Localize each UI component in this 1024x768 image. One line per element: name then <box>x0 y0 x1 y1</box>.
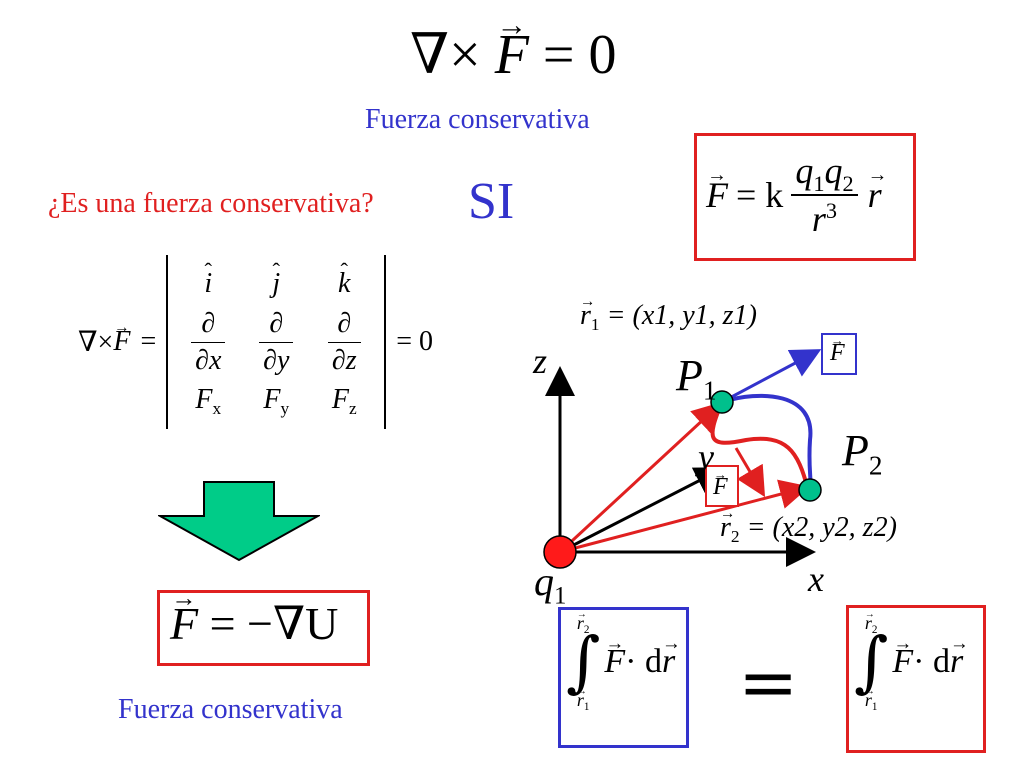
point-P1 <box>710 390 734 414</box>
integral-path-red: r2 ∫ r1 F· dr <box>854 610 963 713</box>
coulomb-law-box <box>694 133 916 261</box>
integral-path-blue-box <box>558 607 689 748</box>
bottom-caption: Fuerza conservativa <box>118 694 343 725</box>
curl-determinant: ∇× F = i j k ∂ ∂x ∂ ∂y ∂ ∂z Fx Fy Fz = 0 <box>78 255 433 429</box>
P2-label: P2 <box>842 426 883 481</box>
axis-x-label: x <box>808 559 824 599</box>
coulomb-numerator: q1q2 <box>795 151 854 196</box>
component-Fz: Fz <box>331 384 357 419</box>
integral-path-blue: r2 ∫ r1 F· dr <box>566 610 675 713</box>
down-arrow-icon <box>158 481 320 562</box>
q1-label: q1 <box>534 559 567 610</box>
coulomb-denominator: r3 <box>811 198 838 239</box>
r1-coords-text: = (x1, y1, z1) <box>606 300 757 331</box>
potential-force: F <box>170 586 198 650</box>
r1-vector <box>558 401 723 554</box>
integrand-blue: F· dr <box>604 635 675 681</box>
integrand-red: F· dr <box>892 635 963 681</box>
question-text: ¿Es una fuerza conservativa? <box>48 188 374 219</box>
partial-z-num: ∂ <box>337 307 352 339</box>
r2-vector <box>559 479 810 554</box>
det-curl-operator: ∇× <box>78 327 114 358</box>
axis-y-label: y <box>698 437 714 477</box>
charge-q1 <box>543 535 577 569</box>
partial-x-num: ∂ <box>201 307 216 339</box>
path-diagram <box>543 333 857 569</box>
curl-operator: ∇× <box>410 24 481 86</box>
potential-box <box>157 590 370 666</box>
y-axis <box>559 467 726 554</box>
coulomb-equals-k: = k <box>736 175 784 215</box>
potential-equation: F = −∇U <box>170 586 339 650</box>
partial-x-den: ∂x <box>195 344 222 376</box>
partial-z-den: ∂z <box>331 344 357 376</box>
point-P2 <box>798 478 822 502</box>
coulomb-force: F <box>706 166 728 216</box>
red-F-label: F <box>713 468 728 501</box>
red-path <box>710 401 810 491</box>
blue-force-arrow <box>721 349 822 404</box>
component-Fy: Fy <box>263 384 290 419</box>
coulomb-law: F = k q1q2 r3 r <box>706 150 882 240</box>
component-Fx: Fx <box>195 384 222 419</box>
answer-text: SI <box>468 173 515 230</box>
integrals-equal-sign: = <box>738 640 799 724</box>
red-force-arrow <box>734 447 766 498</box>
det-force-vector: F <box>113 320 130 358</box>
force-vector: F <box>495 10 529 87</box>
r2-coordinates: r2 = (x2, y2, z2) <box>720 506 897 546</box>
unit-i: i <box>204 260 212 300</box>
integral-sign-red: r2 ∫ r1 <box>854 610 888 713</box>
partial-y-num: ∂ <box>269 307 284 339</box>
unit-k: k <box>338 260 351 300</box>
curl-equals-zero: = 0 <box>542 24 617 86</box>
P1-label: P1 <box>676 351 717 406</box>
det-equals: = <box>140 326 157 357</box>
unit-j: j <box>272 260 280 300</box>
axis-z-label: z <box>533 341 548 381</box>
r1-coordinates: r1 = (x1, y1, z1) <box>580 294 757 334</box>
r2-coords-text: = (x2, y2, z2) <box>746 512 897 543</box>
det-equals-zero: = 0 <box>396 326 434 357</box>
coulomb-r-vector: r <box>868 166 882 216</box>
blue-path <box>721 393 813 491</box>
blue-F-label: F <box>830 334 845 367</box>
top-caption: Fuerza conservativa <box>365 104 590 135</box>
curl-equation: ∇× F = 0 <box>410 10 617 87</box>
integral-sign-blue: r2 ∫ r1 <box>566 610 600 713</box>
coulomb-fraction: q1q2 r3 <box>791 150 858 240</box>
determinant-matrix: i j k ∂ ∂x ∂ ∂y ∂ ∂z Fx Fy Fz <box>166 255 387 429</box>
partial-y-den: ∂y <box>263 344 290 376</box>
potential-rhs: = −∇U <box>209 598 339 649</box>
integral-path-red-box <box>846 605 986 753</box>
